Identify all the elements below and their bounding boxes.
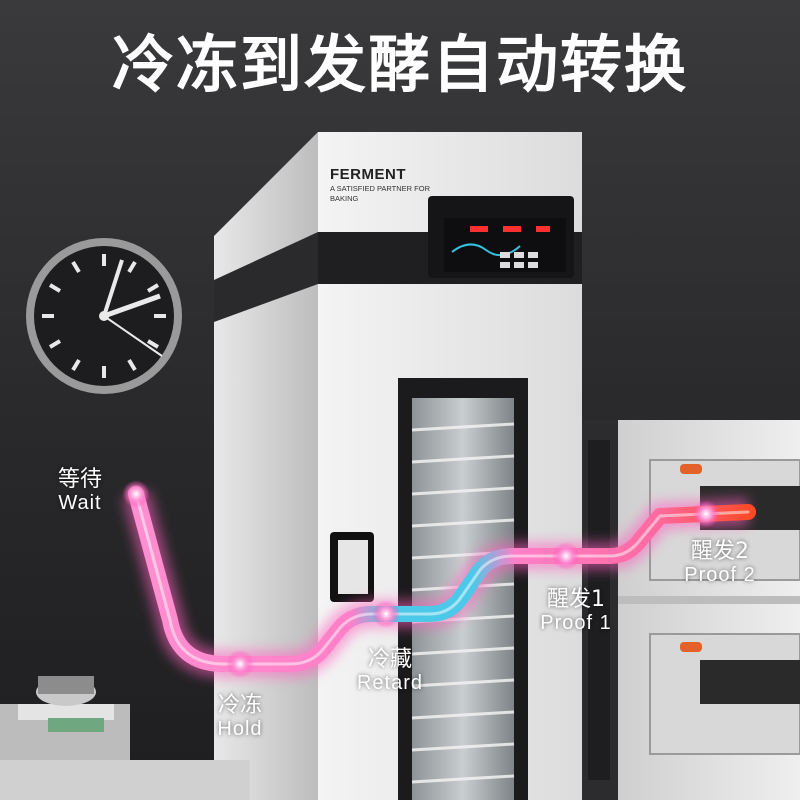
stage-label-wait: 等待 Wait [40,467,120,515]
headline: 冷冻到发酵自动转换 [111,28,688,101]
brand-name: FERMENT [330,166,406,183]
stage-cn: 冷冻 [217,693,262,718]
kitchen-scale [0,676,250,800]
stage-en: Hold [217,718,263,741]
stage-en: Proof 1 [540,612,612,635]
process-curve [122,480,756,678]
stage-cn: 醒发1 [547,587,605,612]
stage-label-proof2: 醒发2 Proof 2 [670,539,770,587]
clock [26,238,182,394]
stage-cn: 醒发2 [691,539,749,564]
control-panel [428,196,574,278]
stage-en: Wait [58,492,102,515]
stage-label-hold: 冷冻 Hold [200,693,280,741]
stage-en: Retard [356,672,424,695]
stage-cn: 等待 [57,467,102,492]
stage-label-retard: 冷藏 Retard [340,647,440,695]
stage-en: Proof 2 [684,564,756,587]
stage-cn: 冷藏 [367,647,412,672]
stage-label-proof1: 醒发1 Proof 1 [526,587,626,635]
brand-tagline: A SATISFIED PARTNER FOR BAKING [330,184,431,203]
